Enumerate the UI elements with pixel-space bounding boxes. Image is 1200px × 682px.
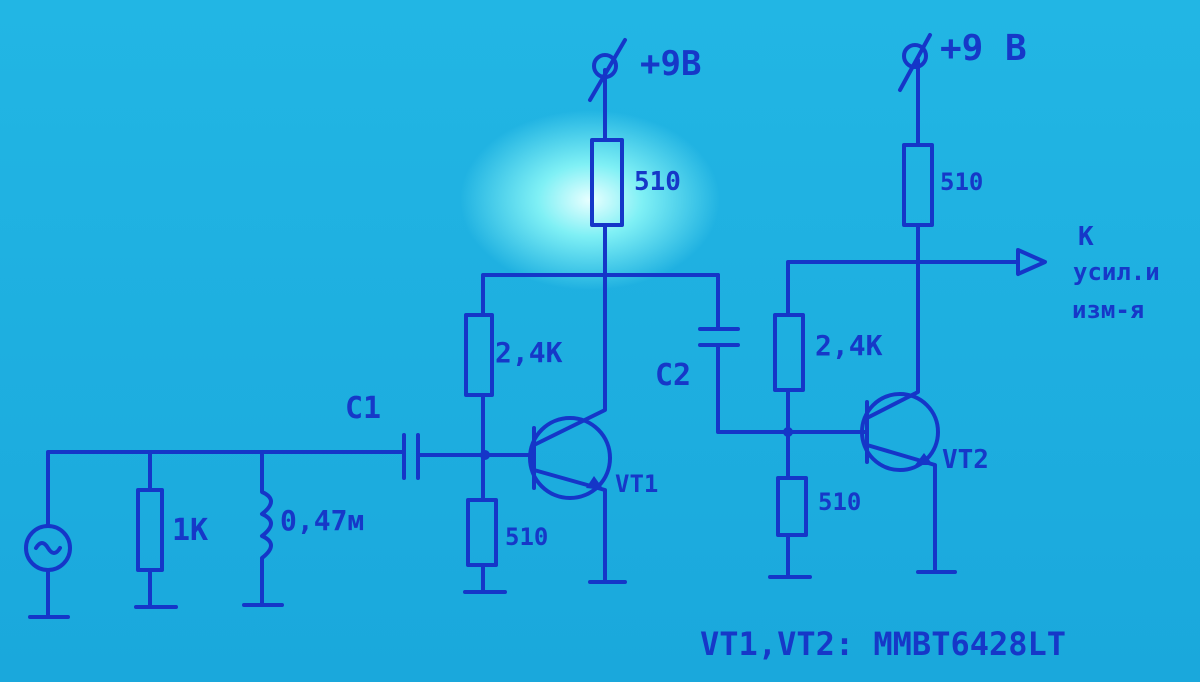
vt2-bias — [768, 248, 1047, 579]
vt2-collector-resistor — [898, 33, 934, 264]
label-l-src: 0,47м — [280, 504, 364, 537]
supply-label-vt2: +9 B — [940, 28, 1027, 69]
label-c2: C2 — [655, 358, 691, 393]
supply-label-vt1: +9B — [640, 44, 701, 84]
transistor-vt2 — [860, 260, 957, 574]
label-r-vt2-b-bot: 510 — [818, 488, 861, 516]
transistor-vt1 — [528, 273, 627, 584]
label-r-vt2-b-top: 2,4K — [815, 329, 883, 362]
transistor-note: VT1,VT2: MMBT6428LT — [700, 625, 1066, 663]
signal-source — [24, 450, 404, 619]
label-r-vt1-b-bot: 510 — [505, 523, 548, 551]
vt1-collector-resistor — [588, 38, 627, 277]
label-r-vt1-b-top: 2,4K — [495, 336, 563, 369]
label-vt2: VT2 — [942, 445, 989, 475]
label-c1: C1 — [345, 391, 381, 426]
output-label-2: усил.и — [1073, 258, 1160, 286]
label-r-vt2-c: 510 — [940, 168, 983, 196]
resistor-1k — [134, 450, 178, 609]
vt1-bias — [463, 273, 720, 594]
inductor — [242, 450, 284, 607]
capacitor-c1 — [402, 433, 532, 480]
output-label-3: изм-я — [1072, 296, 1144, 324]
label-r-vt1-c: 510 — [634, 167, 681, 197]
label-vt1: VT1 — [615, 470, 658, 498]
label-r-src: 1K — [172, 513, 208, 548]
output-label-1: К — [1078, 222, 1094, 252]
